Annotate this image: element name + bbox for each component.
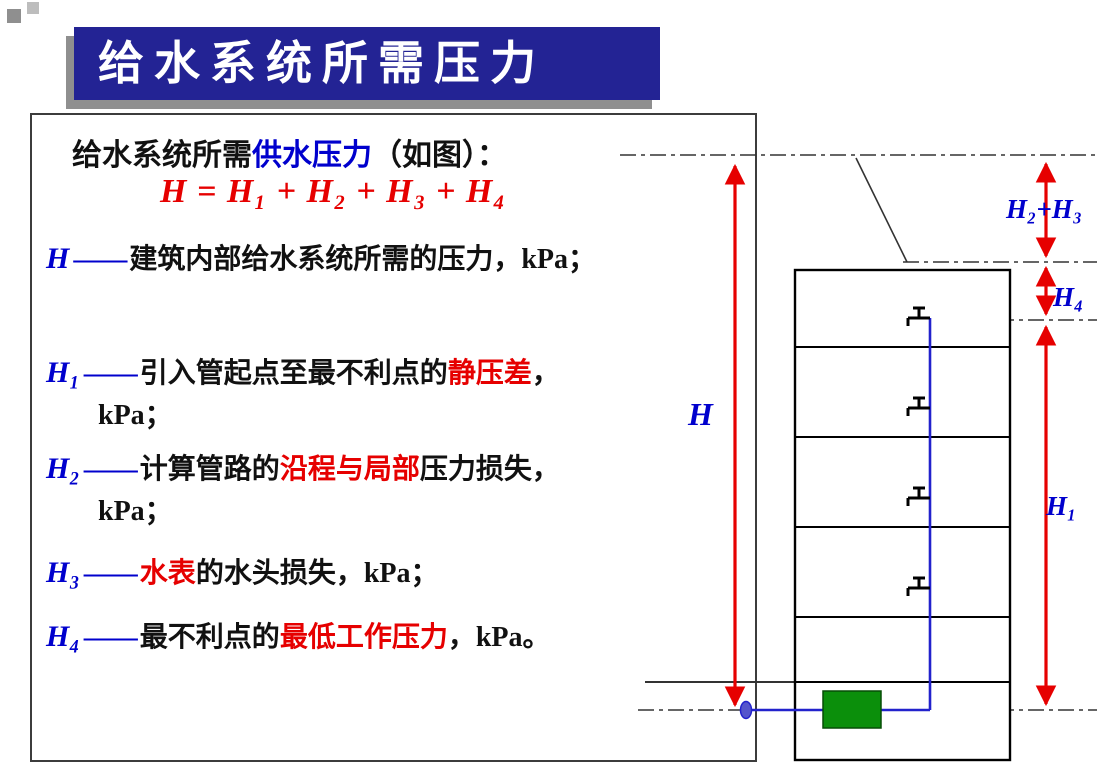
faucet-icon <box>906 306 930 326</box>
definition-dash: —— <box>83 622 138 653</box>
definition-text-red: 水表 <box>139 558 196 589</box>
content-panel: 给水系统所需供水压力（如图）： H = H₁ + H₂ + H₃ + H₄ H—… <box>30 113 757 762</box>
pressure-formula: H = H₁ + H₂ + H₃ + H₄ <box>160 173 507 210</box>
building-outline <box>793 268 1012 762</box>
intro-line: 给水系统所需供水压力（如图）： <box>72 130 507 174</box>
definition-dash: —— <box>83 358 138 389</box>
definition-dash: —— <box>83 558 138 589</box>
definition-text: 引入管起点至最不利点的 <box>139 358 448 389</box>
diagram-label-h1: H₁ <box>1045 491 1076 521</box>
definition-text: ，kPa。 <box>447 622 551 653</box>
definition-text: 的水头损失，kPa； <box>195 558 439 589</box>
definition-h3: H₃——水表的水头损失，kPa； <box>46 552 718 595</box>
diagram-label-h4: H₄ <box>1052 282 1083 312</box>
definition-text-red: 最低工作压力 <box>279 622 448 653</box>
definition-text: 建筑内部给水系统所需的压力，kPa； <box>129 244 597 275</box>
page-title: 给水系统所需压力 <box>98 38 546 89</box>
definition-h: H——建筑内部给水系统所需的压力，kPa； <box>46 238 598 281</box>
definition-text: ，kPa； <box>98 358 560 431</box>
leader-slant-line <box>855 157 908 263</box>
term-h2: H₂ <box>46 452 80 485</box>
definition-text-red: 沿程与局部 <box>279 454 420 485</box>
faucet-icon <box>906 486 930 506</box>
slide-title-banner: 给水系统所需压力 <box>74 27 660 100</box>
term-h: H <box>46 242 70 275</box>
definition-dash: —— <box>83 454 138 485</box>
slide-corner-decoration <box>27 2 39 14</box>
definition-h2: H₂——计算管路的沿程与局部压力损失，kPa； <box>46 448 568 533</box>
intro-highlight: 供水压力 <box>252 139 372 172</box>
slide-corner-decoration <box>7 9 21 23</box>
intro-post: （如图）： <box>372 139 507 172</box>
faucet-icon <box>906 576 930 596</box>
term-h4: H₄ <box>46 620 80 653</box>
faucet-icon <box>906 396 930 416</box>
definition-h1: H₁——引入管起点至最不利点的静压差，kPa； <box>46 352 568 437</box>
definition-text: 压力损失，kPa； <box>98 454 560 527</box>
water-meter <box>822 690 882 729</box>
diagram-label-h2-h3: H₂+H₃ <box>1005 194 1082 224</box>
definition-text-red: 静压差 <box>447 358 532 389</box>
definition-text: 最不利点的 <box>139 622 280 653</box>
term-h3: H₃ <box>46 556 80 589</box>
definition-dash: —— <box>73 244 127 275</box>
definition-h4: H₄——最不利点的最低工作压力，kPa。 <box>46 616 743 659</box>
definition-text: 计算管路的 <box>139 454 280 485</box>
term-h1: H₁ <box>46 356 80 389</box>
intro-pre: 给水系统所需 <box>72 139 252 172</box>
